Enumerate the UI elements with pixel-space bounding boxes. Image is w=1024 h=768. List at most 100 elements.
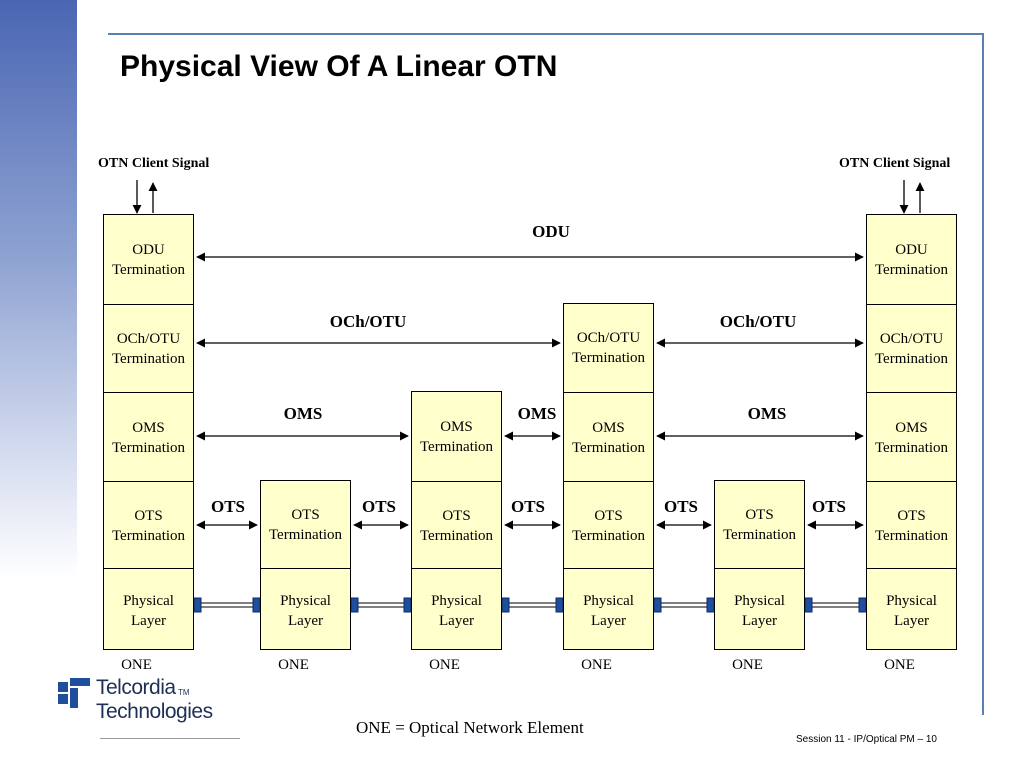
och-cell-text-line: Termination xyxy=(571,350,646,366)
ots-termination-cell: OTS Termination xyxy=(715,481,804,568)
fiber-connector xyxy=(350,597,359,613)
och-span-label: OCh/OTU xyxy=(719,312,797,331)
ots-span-label: OTS xyxy=(663,497,699,516)
oms-span-label: OMS xyxy=(517,404,557,423)
oms-cell-text-line: Termination xyxy=(874,439,949,456)
ots-termination-cell: OTS Termination xyxy=(564,481,653,569)
oms-cell-text-line: Termination xyxy=(111,439,186,456)
oms-cell-text-line: OMS xyxy=(592,419,625,436)
fiber-connector xyxy=(555,597,564,613)
one-label: ONE xyxy=(121,657,152,673)
ots-span-label: OTS xyxy=(510,497,546,516)
och-cell-text-line: OCh/OTU xyxy=(576,330,641,346)
ots-cell-text-line: Termination xyxy=(111,527,186,544)
phys-cell-text-line: Physical xyxy=(431,592,482,609)
fiber-connector xyxy=(193,597,202,613)
ots-cell-text-line: OTS xyxy=(745,506,774,523)
logo-word-telcordia: Telcordia xyxy=(96,676,176,699)
phys-cell-text-line: Physical xyxy=(886,592,937,609)
frame-top-line xyxy=(108,33,984,35)
fiber-connector xyxy=(804,597,813,613)
fiber-connector xyxy=(403,597,412,613)
oms-termination-cell: OMS Termination xyxy=(564,392,653,482)
one-label: ONE xyxy=(278,657,309,673)
slide-title: Physical View Of A Linear OTN xyxy=(120,50,558,83)
ots-termination-cell: OTS Termination xyxy=(104,481,193,569)
oms-termination-cell: OMS Termination xyxy=(104,392,193,482)
ots-cell-text-line: OTS xyxy=(291,506,320,523)
odu-termination-cell: ODU Termination xyxy=(104,215,193,304)
one-label: ONE xyxy=(429,657,460,673)
odu-cell-text-line: Termination xyxy=(111,261,186,278)
phys-cell-text-line: Layer xyxy=(439,612,474,629)
fiber-connector xyxy=(706,597,715,613)
oms-cell-text-line: OMS xyxy=(440,418,473,435)
phys-cell-text-line: Physical xyxy=(123,592,174,609)
ots-span-label: OTS xyxy=(811,497,847,516)
odu-span-label: ODU xyxy=(532,222,570,241)
fiber-connector xyxy=(252,597,261,613)
ots-span-label: OTS xyxy=(361,497,397,516)
ots-cell-text-line: Termination xyxy=(268,526,343,543)
ots-cell-text-line: Termination xyxy=(874,527,949,544)
phys-cell-text-line: Layer xyxy=(131,612,166,629)
och-cell-text-line: Termination xyxy=(111,351,186,367)
fiber-connector xyxy=(653,597,662,613)
ots-cell-text-line: Termination xyxy=(571,527,646,544)
odu-cell-text-line: ODU xyxy=(895,241,928,258)
och-cell-text-line: Termination xyxy=(874,351,949,367)
odu-cell-text-line: ODU xyxy=(132,241,165,258)
odu-cell-text-line: Termination xyxy=(874,261,949,278)
ots-cell-text-line: OTS xyxy=(134,507,163,524)
ots-cell-text-line: Termination xyxy=(722,526,797,543)
oms-cell-text-line: OMS xyxy=(132,419,165,436)
ots-cell-text-line: OTS xyxy=(594,507,623,524)
client-signal-label-left: OTN Client Signal xyxy=(98,156,210,171)
ots-cell-text-line: OTS xyxy=(897,507,926,524)
och-cell-text-line: OCh/OTU xyxy=(879,331,944,347)
ots-termination-cell: OTS Termination xyxy=(867,481,956,569)
ots-termination-cell: OTS Termination xyxy=(261,481,350,568)
phys-cell-text-line: Layer xyxy=(742,612,777,629)
client-signal-label-right: OTN Client Signal xyxy=(839,156,951,171)
phys-cell-text-line: Layer xyxy=(894,612,929,629)
one-label: ONE xyxy=(581,657,612,673)
och-cell-text-line: OCh/OTU xyxy=(116,331,181,347)
ots-span-label: OTS xyxy=(210,497,246,516)
logo-underline xyxy=(100,738,240,739)
oms-termination-cell: OMS Termination xyxy=(867,392,956,482)
och-termination-cell: OCh/OTU Termination xyxy=(564,304,653,392)
telcordia-logo: Telcordia TM Technologies xyxy=(56,676,246,740)
oms-cell-text-line: OMS xyxy=(895,419,928,436)
odu-termination-cell: ODU Termination xyxy=(867,215,956,304)
logo-word-technologies: Technologies xyxy=(96,700,213,723)
och-termination-cell: OCh/OTU Termination xyxy=(867,304,956,393)
phys-cell-text-line: Layer xyxy=(288,612,323,629)
och-termination-cell: OCh/OTU Termination xyxy=(104,304,193,393)
one-label: ONE xyxy=(884,657,915,673)
frame-right-line xyxy=(982,33,984,715)
phys-cell-text-line: Physical xyxy=(583,592,634,609)
side-decoration-bar xyxy=(0,0,77,578)
fiber-connector xyxy=(501,597,510,613)
logo-trademark: TM xyxy=(178,688,190,697)
ots-cell-text-line: Termination xyxy=(419,527,494,544)
fiber-connector xyxy=(858,597,867,613)
och-span-label: OCh/OTU xyxy=(329,312,407,331)
oms-cell-text-line: Termination xyxy=(571,439,646,456)
